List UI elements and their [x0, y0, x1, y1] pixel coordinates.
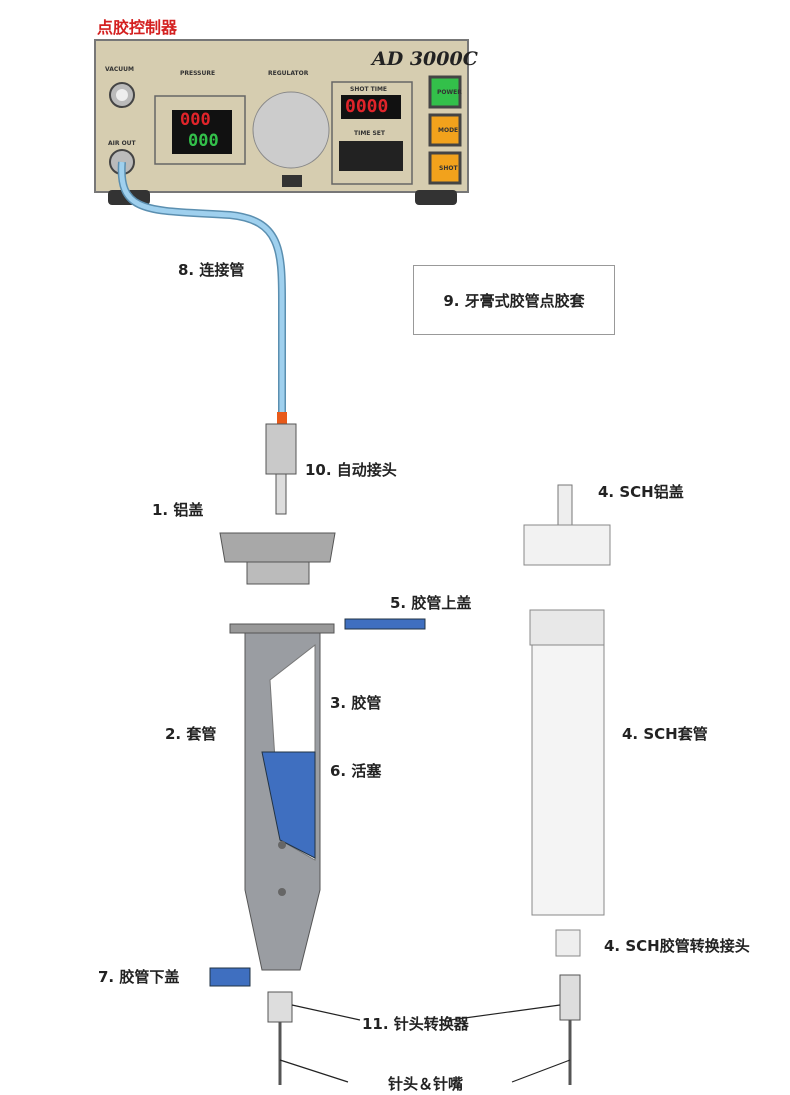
pressure-display-1: 000	[180, 110, 211, 130]
shot-time-label: SHOT TIME	[350, 86, 388, 93]
air-out-label: AIR OUT	[108, 140, 136, 147]
label-sch-adapter: 4. SCH胶管转换接头	[604, 937, 750, 955]
aluminum-cap	[219, 532, 336, 563]
label-tube: 3. 胶管	[330, 694, 382, 712]
controller-title: 点胶控制器	[97, 18, 178, 37]
label-needle-adapter: 11. 针头转换器	[362, 1015, 469, 1033]
power-button[interactable]: POWER	[437, 89, 462, 96]
pressure-display-2: 000	[188, 131, 219, 151]
label-sch-sleeve: 4. SCH套管	[622, 725, 708, 743]
time-set-label: TIME SET	[354, 130, 385, 137]
label-needle: 针头＆针嘴	[388, 1075, 464, 1093]
label-box: 9. 牙膏式胶管点胶套	[413, 265, 615, 335]
label-coupler: 10. 自动接头	[305, 461, 397, 479]
controller-model: AD 3000C	[372, 48, 478, 70]
shot-display: 0000	[345, 96, 389, 117]
vacuum-label: VACUUM	[105, 66, 134, 73]
label-tube-bottom-cap: 7. 胶管下盖	[98, 968, 180, 986]
regulator-label: REGULATOR	[268, 70, 309, 77]
label-hose: 8. 连接管	[178, 261, 245, 279]
label-piston: 6. 活塞	[330, 762, 382, 780]
label-sleeve: 2. 套管	[165, 725, 217, 743]
pressure-label: PRESSURE	[180, 70, 216, 77]
label-tube-top-cap: 5. 胶管上盖	[390, 594, 472, 612]
shot-button[interactable]: SHOT	[439, 165, 458, 172]
mode-button[interactable]: MODE	[438, 127, 459, 134]
label-sch-cap: 4. SCH铝盖	[598, 483, 684, 501]
label-cap: 1. 铝盖	[152, 501, 204, 519]
